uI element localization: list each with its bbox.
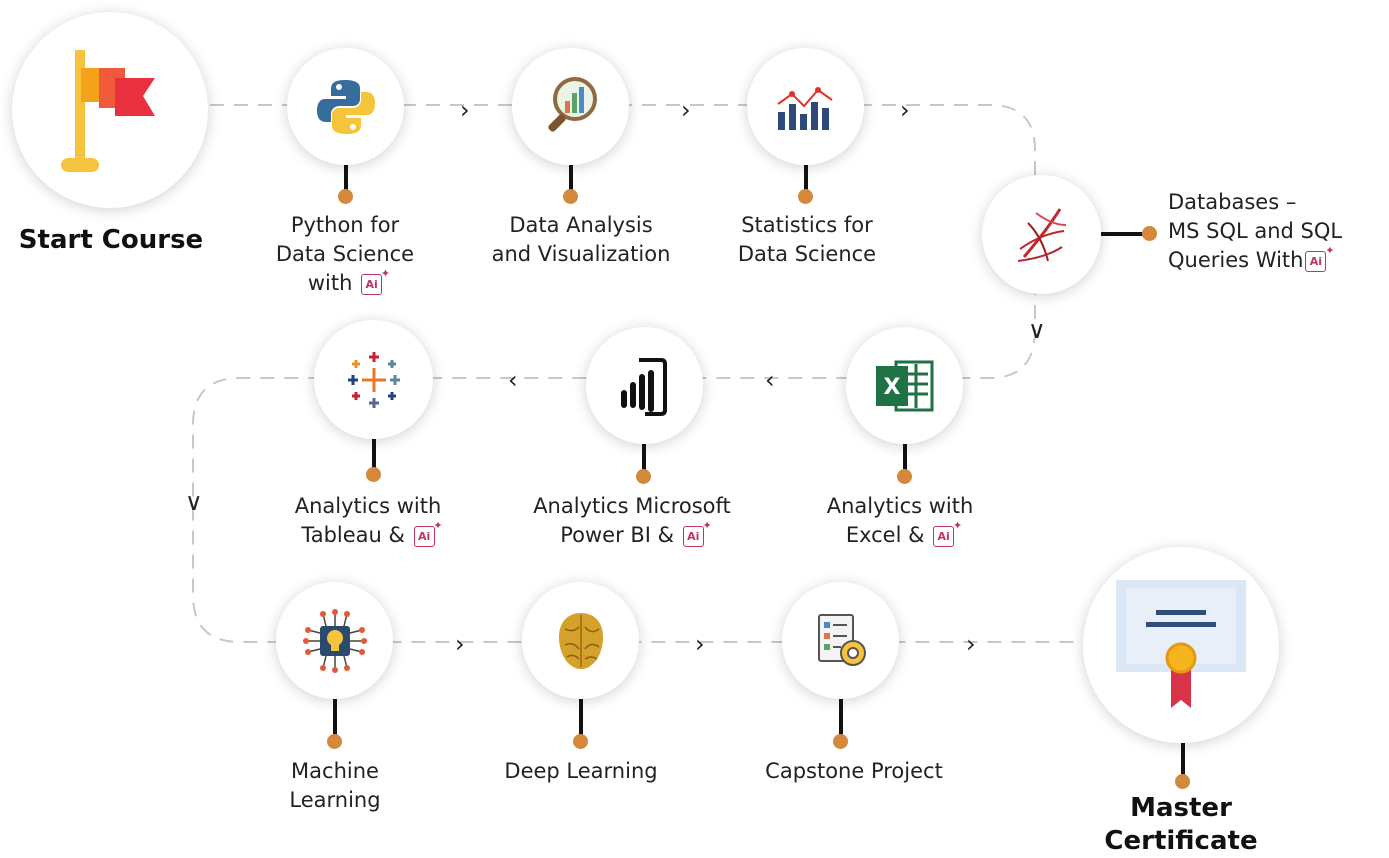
machine-learning-icon <box>302 608 367 673</box>
data-analysis-icon <box>547 76 597 132</box>
sql-server-icon <box>1017 207 1066 262</box>
chevron-right-icon: › <box>460 96 470 124</box>
ai-badge-icon: Ai <box>682 516 712 547</box>
start-course-label: Start Course <box>18 225 204 255</box>
ai-badge-icon: Ai <box>413 516 443 547</box>
step-label-statistics: Statistics for Data Science <box>737 213 877 266</box>
master-certificate-label: Master Certificate <box>1104 793 1258 856</box>
ai-badge-icon: Ai <box>1305 241 1334 272</box>
connector-stem <box>344 165 348 195</box>
step-label-excel: Analytics with Excel & Ai <box>790 492 1010 550</box>
connector-dot <box>897 469 912 484</box>
step-statistics <box>747 48 864 165</box>
connector-stem <box>579 699 583 737</box>
connector-stem <box>804 165 808 195</box>
chevron-right-icon: › <box>966 630 976 658</box>
step-label-machine-learning: Machine Learning <box>289 759 381 812</box>
connector-dot <box>636 469 651 484</box>
connector-stem <box>839 699 843 737</box>
power-bi-icon <box>620 357 667 416</box>
connector-stem <box>642 444 646 474</box>
certificate-icon <box>1116 580 1246 708</box>
step-power-bi <box>586 327 703 444</box>
connector-stem <box>333 699 337 737</box>
connector-dot <box>366 467 381 482</box>
step-label-deep-learning: Deep Learning <box>504 759 658 783</box>
step-label-data-analysis: Data Analysis and Visualization <box>491 213 671 266</box>
excel-icon: X <box>875 360 933 411</box>
flag-icon <box>61 50 155 172</box>
chevron-right-icon: › <box>695 630 705 658</box>
brain-icon <box>558 612 603 669</box>
chevron-right-icon: › <box>900 96 910 124</box>
statistics-chart-icon <box>776 86 833 130</box>
step-databases <box>982 175 1101 294</box>
svg-text:X: X <box>883 375 900 400</box>
connector-dot <box>1142 226 1157 241</box>
connector-stem <box>903 444 907 474</box>
step-python <box>287 48 404 165</box>
tableau-icon <box>347 351 400 408</box>
connector-dot <box>573 734 588 749</box>
master-certificate-node <box>1083 547 1279 743</box>
connector-dot <box>338 189 353 204</box>
chevron-left-icon: ‹ <box>765 366 775 394</box>
connector-dot <box>833 734 848 749</box>
connector-stem <box>1101 232 1147 236</box>
step-label-power-bi: Analytics Microsoft Power BI & Ai <box>510 492 754 550</box>
chevron-left-icon: ‹ <box>508 366 518 394</box>
ai-badge-icon: Ai <box>933 516 962 547</box>
connector-dot <box>327 734 342 749</box>
step-label-python: Python for Data Science with Ai <box>225 211 465 298</box>
connector-dot <box>1175 774 1190 789</box>
connector-dot <box>563 189 578 204</box>
step-deep-learning <box>522 582 639 699</box>
connector-stem <box>569 165 573 195</box>
chevron-right-icon: › <box>455 630 465 658</box>
step-data-analysis <box>512 48 629 165</box>
step-excel: X <box>846 327 963 444</box>
step-machine-learning <box>276 582 393 699</box>
python-icon <box>316 79 375 134</box>
capstone-project-icon <box>817 613 866 666</box>
step-capstone <box>782 582 899 699</box>
chevron-down-icon: ∨ <box>1028 316 1046 344</box>
step-label-capstone: Capstone Project <box>765 759 943 783</box>
ai-badge-icon: Ai <box>361 264 390 295</box>
chevron-right-icon: › <box>681 96 691 124</box>
step-label-tableau: Analytics with Tableau & Ai <box>258 492 478 550</box>
connector-stem <box>372 439 376 473</box>
start-node <box>12 12 208 208</box>
chevron-down-icon: ∨ <box>185 488 203 516</box>
step-tableau <box>314 320 433 439</box>
connector-dot <box>798 189 813 204</box>
connector-stem <box>1181 743 1185 779</box>
